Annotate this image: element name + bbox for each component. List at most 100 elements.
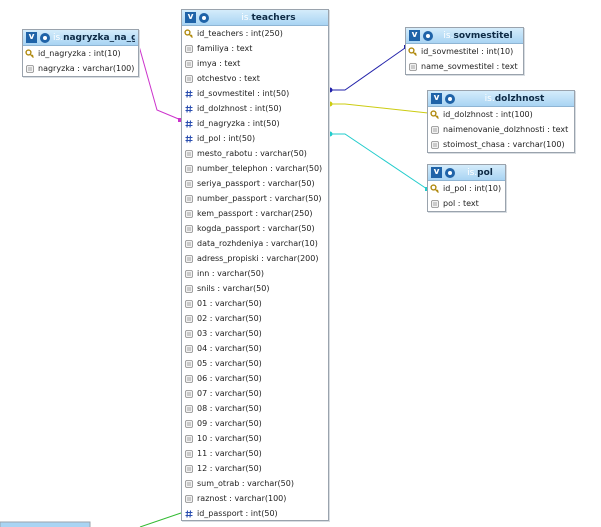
gear-icon[interactable] xyxy=(444,93,456,105)
table-dolzhnost[interactable]: v is.dolzhnost id_dolzhnost : int(100)na… xyxy=(427,90,575,153)
field-icon xyxy=(184,479,194,489)
field-row[interactable]: id_teachers : int(250) xyxy=(182,26,328,41)
table-title-sovmestitel: is.sovmestitel xyxy=(443,30,513,41)
field-row[interactable]: otchestvo : text xyxy=(182,71,328,86)
field-label: id_dolzhnost : int(50) xyxy=(197,104,282,113)
field-row[interactable]: imya : text xyxy=(182,56,328,71)
field-row[interactable]: kogda_passport : varchar(50) xyxy=(182,221,328,236)
table-pol[interactable]: v is.pol id_pol : int(10) pol : text xyxy=(427,164,506,212)
field-label: mesto_rabotu : varchar(50) xyxy=(197,149,307,158)
field-icon xyxy=(184,194,194,204)
table-teachers[interactable]: v is.teachers id_teachers : int(250)fami… xyxy=(181,9,329,521)
field-row[interactable]: naimenovanie_dolzhnosti : text xyxy=(428,122,574,137)
field-label: snils : varchar(50) xyxy=(197,284,270,293)
field-label: inn : varchar(50) xyxy=(197,269,264,278)
chevron-toggle-icon[interactable]: v xyxy=(431,93,442,104)
field-label: otchestvo : text xyxy=(197,74,260,83)
field-label: 06 : varchar(50) xyxy=(197,374,262,383)
field-row[interactable]: id_dolzhnost : int(100) xyxy=(428,107,574,122)
field-icon xyxy=(184,254,194,264)
field-row[interactable]: 05 : varchar(50) xyxy=(182,356,328,371)
table-header-pol[interactable]: v is.pol xyxy=(428,165,505,181)
gear-icon[interactable] xyxy=(444,167,456,179)
field-label: 02 : varchar(50) xyxy=(197,314,262,323)
field-label: 10 : varchar(50) xyxy=(197,434,262,443)
relation-end-pol xyxy=(425,187,428,191)
gear-icon[interactable] xyxy=(198,12,210,24)
field-row[interactable]: 01 : varchar(50) xyxy=(182,296,328,311)
table-nagryzka-na-god[interactable]: v is.nagryzka_na_god id_nagryzka : int(1… xyxy=(22,29,139,77)
hash-icon xyxy=(184,509,194,519)
relation-line-passport xyxy=(139,512,182,527)
field-icon xyxy=(184,449,194,459)
key-icon xyxy=(25,48,35,59)
field-icon xyxy=(408,62,418,72)
field-row[interactable]: raznost : varchar(100) xyxy=(182,491,328,506)
field-label: 07 : varchar(50) xyxy=(197,389,262,398)
field-row[interactable]: 02 : varchar(50) xyxy=(182,311,328,326)
field-row[interactable]: 12 : varchar(50) xyxy=(182,461,328,476)
field-row[interactable]: id_dolzhnost : int(50) xyxy=(182,101,328,116)
table-header-dolzhnost[interactable]: v is.dolzhnost xyxy=(428,91,574,107)
field-row[interactable]: id_nagryzka : int(10) xyxy=(23,46,138,61)
table-header-nagryzka-na-god[interactable]: v is.nagryzka_na_god xyxy=(23,30,138,46)
gear-icon[interactable] xyxy=(39,32,51,44)
field-row[interactable]: snils : varchar(50) xyxy=(182,281,328,296)
field-row[interactable]: id_pol : int(50) xyxy=(182,131,328,146)
field-row[interactable]: id_pol : int(10) xyxy=(428,181,505,196)
field-icon xyxy=(184,239,194,249)
field-row[interactable]: number_telephon : varchar(50) xyxy=(182,161,328,176)
field-row[interactable]: name_sovmestitel : text xyxy=(406,59,523,74)
field-row[interactable]: 07 : varchar(50) xyxy=(182,386,328,401)
field-row[interactable]: data_rozhdeniya : varchar(10) xyxy=(182,236,328,251)
field-label: raznost : varchar(100) xyxy=(197,494,287,503)
field-row[interactable]: 03 : varchar(50) xyxy=(182,326,328,341)
field-row[interactable]: id_nagryzka : int(50) xyxy=(182,116,328,131)
field-label: pol : text xyxy=(443,199,479,208)
chevron-toggle-icon[interactable]: v xyxy=(185,12,196,23)
field-row[interactable]: adress_propiski : varchar(200) xyxy=(182,251,328,266)
field-row[interactable]: id_passport : int(50) xyxy=(182,506,328,521)
field-row[interactable]: pol : text xyxy=(428,196,505,211)
field-label: id_sovmestitel : int(10) xyxy=(421,47,514,56)
field-row[interactable]: id_sovmestitel : int(10) xyxy=(406,44,523,59)
field-row[interactable]: sum_otrab : varchar(50) xyxy=(182,476,328,491)
chevron-toggle-icon[interactable]: v xyxy=(26,32,37,43)
field-row[interactable]: mesto_rabotu : varchar(50) xyxy=(182,146,328,161)
field-icon xyxy=(184,269,194,279)
field-row[interactable]: kem_passport : varchar(250) xyxy=(182,206,328,221)
relation-line-dolzhnost xyxy=(329,103,429,114)
gear-icon[interactable] xyxy=(422,30,434,42)
field-label: id_pol : int(50) xyxy=(197,134,256,143)
field-row[interactable]: 04 : varchar(50) xyxy=(182,341,328,356)
field-row[interactable]: 10 : varchar(50) xyxy=(182,431,328,446)
field-label: id_nagryzka : int(10) xyxy=(38,49,121,58)
field-icon xyxy=(184,179,194,189)
relation-end-nagryzka xyxy=(178,118,181,122)
field-row[interactable]: nagryzka : varchar(100) xyxy=(23,61,138,76)
field-row[interactable]: 06 : varchar(50) xyxy=(182,371,328,386)
chevron-toggle-icon[interactable]: v xyxy=(409,30,420,41)
field-icon xyxy=(184,314,194,324)
field-row[interactable]: 11 : varchar(50) xyxy=(182,446,328,461)
field-label: 09 : varchar(50) xyxy=(197,419,262,428)
field-row[interactable]: number_passport : varchar(50) xyxy=(182,191,328,206)
field-row[interactable]: stoimost_chasa : varchar(100) xyxy=(428,137,574,152)
field-row[interactable]: seriya_passport : varchar(50) xyxy=(182,176,328,191)
field-row[interactable]: id_sovmestitel : int(50) xyxy=(182,86,328,101)
field-row[interactable]: familiya : text xyxy=(182,41,328,56)
field-icon xyxy=(184,224,194,234)
table-header-sovmestitel[interactable]: v is.sovmestitel xyxy=(406,28,523,44)
table-header-teachers[interactable]: v is.teachers xyxy=(182,10,328,26)
key-icon xyxy=(408,46,418,57)
field-label: kogda_passport : varchar(50) xyxy=(197,224,315,233)
field-label: 04 : varchar(50) xyxy=(197,344,262,353)
field-icon xyxy=(184,209,194,219)
field-row[interactable]: inn : varchar(50) xyxy=(182,266,328,281)
field-row[interactable]: 09 : varchar(50) xyxy=(182,416,328,431)
table-sovmestitel[interactable]: v is.sovmestitel id_sovmestitel : int(10… xyxy=(405,27,524,75)
chevron-toggle-icon[interactable]: v xyxy=(431,167,442,178)
field-row[interactable]: 08 : varchar(50) xyxy=(182,401,328,416)
field-icon xyxy=(184,74,194,84)
